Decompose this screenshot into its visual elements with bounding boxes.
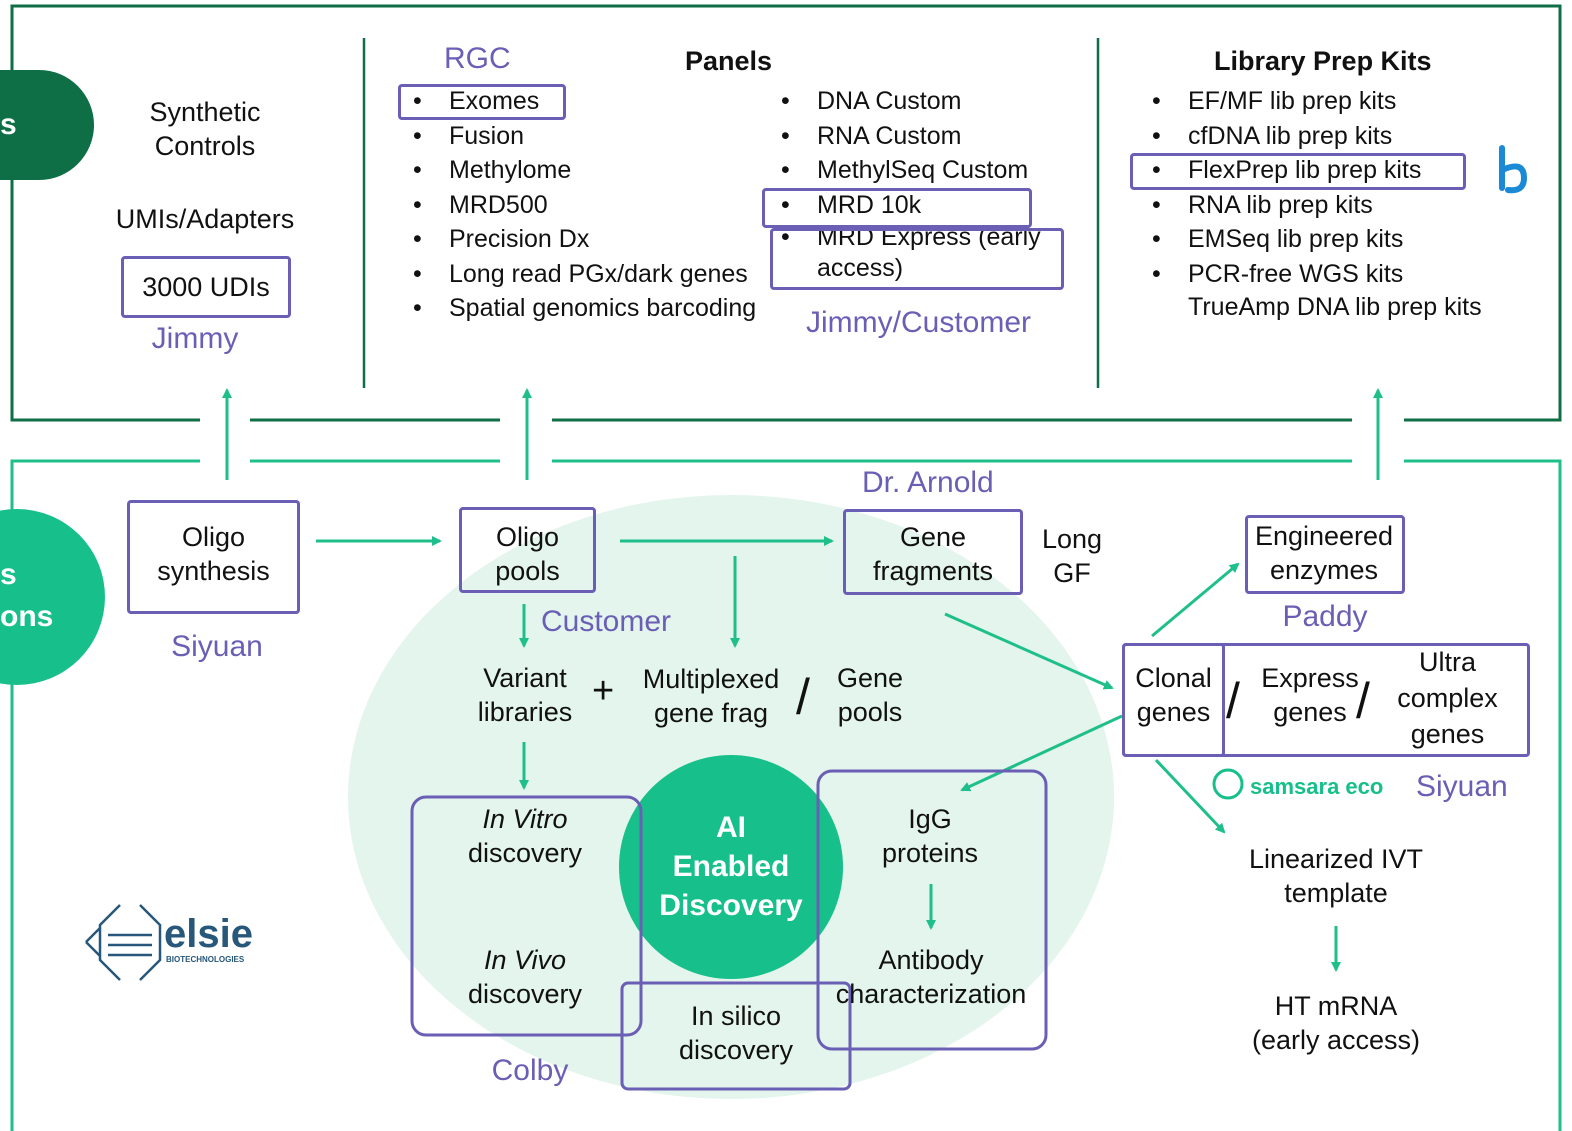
library-title: Library Prep Kits [1214, 46, 1432, 76]
top-left-pill [0, 70, 94, 180]
customer-label: Customer [541, 605, 672, 638]
top-left-pill-label: s [0, 108, 17, 141]
antibody-label: Antibody characterization [835, 945, 1027, 1009]
vitro-vivo-box [410, 795, 643, 1037]
mrd10k-highlight-box [762, 188, 1032, 228]
in-vitro-italic: In Vitro [482, 804, 568, 834]
mrd-express-highlight-box [770, 228, 1064, 290]
in-vivo-rest: discovery [467, 979, 583, 1009]
elsie-logo-text: elsie [164, 912, 253, 956]
bottom-left-pill-line1: s [0, 558, 17, 591]
engineered-enzymes-box [1245, 515, 1405, 594]
panels-list-2: DNA Custom RNA Custom MethylSeq Custom M… [775, 84, 1047, 284]
in-vivo-label: In Vivo discovery [430, 943, 620, 1011]
dr-arnold-label: Dr. Arnold [862, 466, 994, 499]
top-section-frame [10, 4, 1562, 422]
slash-1: / [796, 669, 810, 725]
ultra-complex-label: Ultra complex genes [1397, 647, 1498, 749]
igg-label: IgG proteins [881, 804, 979, 868]
panel-item: MRD500 [407, 188, 756, 223]
panels-title: Panels [685, 46, 773, 76]
samsara-icon [1212, 768, 1244, 800]
oligo-pools-label: Oligo pools [495, 522, 560, 586]
bottom-section-frame [10, 459, 1562, 1131]
panel-item: MethylSeq Custom [775, 153, 1047, 188]
siyuan-left-label: Siyuan [171, 630, 263, 663]
library-item: FlexPrep lib prep kits [1146, 153, 1421, 188]
in-vitro-label: In Vitro discovery [430, 802, 620, 870]
ai-discovery-label: AI Enabled Discovery [659, 811, 803, 922]
samsara-logo-text: samsara eco [1250, 774, 1384, 799]
clonal-genes-label: Clonal genes [1135, 663, 1212, 727]
in-vivo-italic: In Vivo [483, 945, 567, 975]
clonal-genes-box [1122, 643, 1225, 757]
gene-pools-label: Gene pools [836, 663, 904, 727]
oligo-synthesis-box [127, 500, 300, 614]
jimmy-customer-label: Jimmy/Customer [806, 306, 1032, 339]
arrow-clonal-to-ivt [1154, 758, 1226, 834]
panel-item: Long read PGx/dark genes [407, 257, 756, 292]
exomes-highlight-box [398, 84, 566, 120]
panel-item: RNA Custom [775, 119, 1047, 154]
panel-item: Exomes [407, 84, 756, 119]
elsie-logo-subtext: BIOTECHNOLOGIES [166, 955, 245, 964]
long-gf-label: Long GF [1041, 524, 1103, 588]
library-item: EF/MF lib prep kits [1146, 84, 1421, 119]
jimmy-label: Jimmy [151, 322, 239, 355]
elsie-logo-icon [85, 904, 162, 981]
panel-item: Spatial genomics barcoding [407, 291, 756, 326]
arrow-clonal-to-igg [960, 714, 1123, 792]
slash-2: / [1226, 673, 1240, 729]
in-silico-label: In silico discovery [678, 1001, 794, 1065]
oligo-pools-box [459, 507, 596, 593]
panel-item: DNA Custom [775, 84, 1047, 119]
in-vitro-rest: discovery [467, 838, 583, 868]
bioanalytics-logo-icon [1499, 145, 1528, 194]
rgc-label: RGC [444, 42, 511, 75]
linearized-label: Linearized IVT template [1248, 844, 1424, 908]
library-list: EF/MF lib prep kits cfDNA lib prep kits … [1146, 84, 1421, 291]
flexprep-highlight-box [1130, 153, 1466, 190]
library-item: PCR-free WGS kits [1146, 257, 1421, 292]
panels-list-1: Exomes Fusion Methylome MRD500 Precision… [407, 84, 756, 326]
umis-adapters: UMIs/Adapters [115, 204, 295, 234]
paddy-label: Paddy [1282, 600, 1368, 633]
plus-sign: + [592, 670, 615, 712]
bottom-left-pill-line2: ons [0, 600, 54, 633]
gene-fragments-label: Gene fragments [872, 522, 994, 586]
library-extra: TrueAmp DNA lib prep kits [1188, 293, 1482, 321]
library-item: RNA lib prep kits [1146, 188, 1421, 223]
bottom-left-pill [0, 509, 105, 685]
multiplexed-label: Multiplexed gene frag [642, 664, 780, 728]
panel-item: Precision Dx [407, 222, 756, 257]
in-silico-box [620, 981, 852, 1091]
slash-3: / [1356, 673, 1370, 729]
library-item: cfDNA lib prep kits [1146, 119, 1421, 154]
arrow-clonal-to-enzymes [1151, 562, 1240, 638]
express-genes-label: Express genes [1261, 663, 1359, 727]
synthetic-controls: Synthetic Controls [149, 97, 261, 161]
panel-item: MRD 10k [775, 188, 1047, 223]
igg-antibody-box [816, 769, 1048, 1051]
panel-item: Fusion [407, 119, 756, 154]
ht-mrna-label: HT mRNA (early access) [1251, 991, 1421, 1055]
panel-item: Methylome [407, 153, 756, 188]
colby-label: Colby [491, 1054, 569, 1087]
oligo-synthesis-label: Oligo synthesis [157, 522, 270, 586]
arrow-fragments-to-clonal [944, 612, 1114, 690]
udis-label: 3000 UDIs [142, 272, 270, 302]
library-item: EMSeq lib prep kits [1146, 222, 1421, 257]
engineered-enzymes-label: Engineered enzymes [1254, 521, 1394, 585]
variant-libraries-label: Variant libraries [477, 663, 573, 727]
siyuan-right-label: Siyuan [1416, 770, 1508, 803]
ai-circle [619, 755, 843, 979]
gene-fragments-box [843, 509, 1023, 595]
udis-box [121, 256, 291, 318]
